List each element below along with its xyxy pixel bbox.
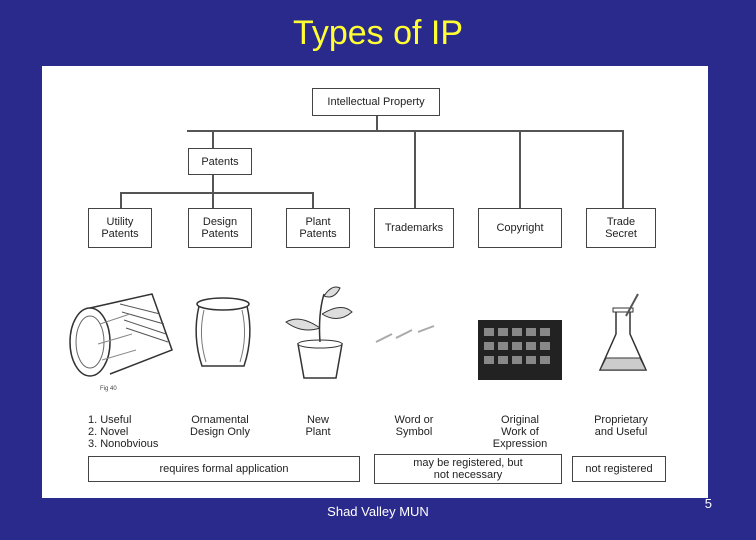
copyright-work-icon xyxy=(478,320,562,380)
copyright-description: Original Work of Expression xyxy=(492,414,548,450)
connector-line xyxy=(376,116,378,131)
connector-line xyxy=(519,130,521,208)
page-number: 5 xyxy=(704,496,712,511)
connector-line xyxy=(212,192,214,208)
potted-plant-icon xyxy=(285,286,353,379)
trademark-description: Word or Symbol xyxy=(394,414,434,438)
group-label: requires formal application xyxy=(159,463,289,475)
category-node-design: Design Patents xyxy=(188,208,252,248)
utility-patent-drawing-icon: Fig 40 xyxy=(69,293,173,392)
category-node-trademarks: Trademarks xyxy=(374,208,454,248)
not-registered-box: not registered xyxy=(572,456,666,482)
category-node-utility: Utility Patents xyxy=(88,208,152,248)
root-node-label: Intellectual Property xyxy=(327,96,425,108)
group-label: not registered xyxy=(585,463,653,475)
trademark-symbol-icon xyxy=(375,325,435,343)
root-node: Intellectual Property xyxy=(312,88,440,116)
category-node-plant: Plant Patents xyxy=(286,208,350,248)
slide-footer: Shad Valley MUN xyxy=(327,504,429,519)
patents-node: Patents xyxy=(188,148,252,175)
flask-icon xyxy=(598,293,648,371)
diagram-panel: Intellectual Property Patents Utility Pa… xyxy=(42,66,708,498)
category-label: Trade Secret xyxy=(605,216,637,240)
slide-title: Types of IP xyxy=(292,14,464,52)
design-description: Ornamental Design Only xyxy=(190,414,250,438)
formal-application-box: requires formal application xyxy=(88,456,360,482)
group-label: may be registered, but not necessary xyxy=(413,457,523,481)
plant-description: New Plant xyxy=(305,414,331,438)
patents-node-label: Patents xyxy=(201,155,239,168)
category-label: Utility Patents xyxy=(101,216,139,240)
figure-caption: Fig 40 xyxy=(100,386,117,392)
category-label: Design Patents xyxy=(201,216,239,240)
category-label: Copyright xyxy=(496,222,544,234)
connector-line xyxy=(312,192,314,208)
vase-icon xyxy=(195,297,251,367)
category-node-trade-secret: Trade Secret xyxy=(586,208,656,248)
connector-line xyxy=(212,130,214,148)
connector-line xyxy=(120,192,122,208)
connector-line xyxy=(187,130,622,132)
registration-optional-box: may be registered, but not necessary xyxy=(374,454,562,484)
connector-line xyxy=(120,192,312,194)
category-label: Plant Patents xyxy=(299,216,337,240)
category-node-copyright: Copyright xyxy=(478,208,562,248)
connector-line xyxy=(622,130,624,208)
utility-description: 1. Useful 2. Novel 3. Nonobvious xyxy=(88,414,159,450)
category-label: Trademarks xyxy=(384,222,444,234)
connector-line xyxy=(414,130,416,208)
trade-secret-description: Proprietary and Useful xyxy=(594,414,648,438)
connector-line xyxy=(212,174,214,192)
